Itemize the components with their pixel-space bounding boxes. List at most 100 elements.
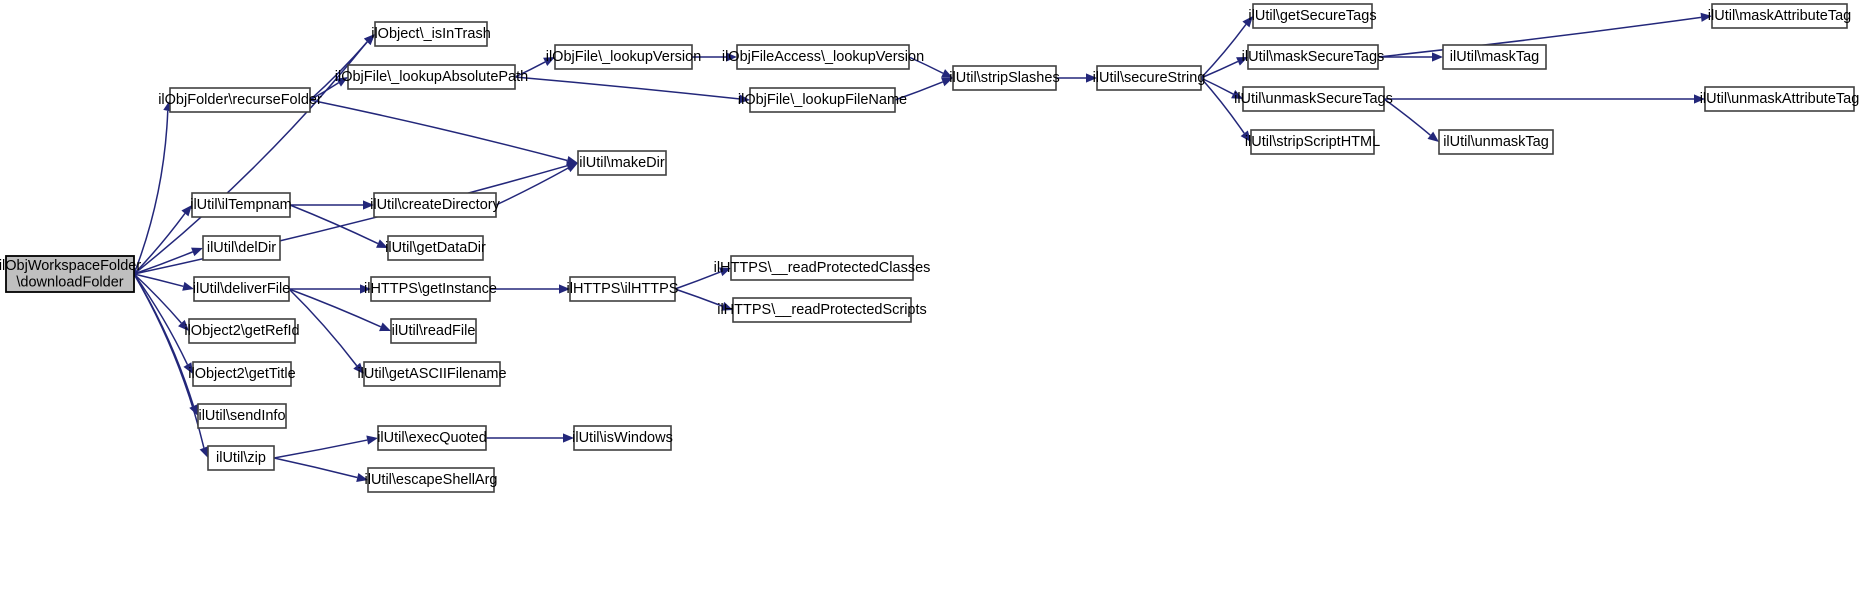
call-graph-node-ilutil-getdatadir[interactable]: ilUtil\getDataDir xyxy=(385,235,486,261)
call-edge-ilobjworkspacefolder-downloadfolder-to-ilobject2-gettitle xyxy=(133,273,189,365)
arrowhead-icon xyxy=(1086,73,1097,83)
call-graph-node-ilobject2-gettitle[interactable]: ilObject2\getTitle xyxy=(188,361,296,387)
call-graph-node-ilhttps-readprotectedscripts[interactable]: ilHTTPS\__readProtectedScripts xyxy=(717,297,927,323)
call-graph-node-ilutil-unmaskattributetag[interactable]: ilUtil\unmaskAttributeTag xyxy=(1700,86,1860,112)
node-label: ilUtil\isWindows xyxy=(572,430,673,446)
node-label: ilUtil\zip xyxy=(216,450,266,466)
arrowhead-icon xyxy=(1694,94,1705,104)
node-box xyxy=(952,65,1057,91)
call-graph-node-ilobjfile-lookupversion[interactable]: ilObjFile\_lookupVersion xyxy=(546,44,702,70)
call-graph-node-ilhttps-getinstance[interactable]: ilHTTPS\getInstance xyxy=(364,276,497,302)
call-graph-node-ilutil-masksecuretags[interactable]: ilUtil\maskSecureTags xyxy=(1242,44,1385,70)
arrowhead-icon xyxy=(336,77,348,87)
arrowhead-icon xyxy=(379,322,391,332)
call-graph-node-ilobject-isintrash[interactable]: ilObject\_isInTrash xyxy=(371,21,491,47)
arrowhead-icon xyxy=(941,69,953,78)
node-label: ilUtil\stripSlashes xyxy=(949,70,1059,86)
node-label: ilUtil\maskAttributeTag xyxy=(1708,8,1851,24)
node-box xyxy=(169,87,311,113)
call-graph-node-ilutil-maskattributetag[interactable]: ilUtil\maskAttributeTag xyxy=(1708,3,1851,29)
call-graph-node-ilhttps-ilhttps[interactable]: ilHTTPS\ilHTTPS xyxy=(567,276,679,302)
call-edge-ilobjworkspacefolder-downloadfolder-to-ilobjfolder-recursefolder xyxy=(133,110,169,275)
node-box xyxy=(1711,3,1848,29)
call-graph-node-ilhttps-readprotectedclasses[interactable]: ilHTTPS\__readProtectedClasses xyxy=(714,255,931,281)
node-box xyxy=(377,425,487,451)
call-graph-node-ilutil-deldir[interactable]: ilUtil\delDir xyxy=(202,235,281,261)
node-box xyxy=(1438,129,1554,155)
call-graph-node-ilutil-escapeshellarg[interactable]: ilUtil\escapeShellArg xyxy=(365,467,498,493)
call-edge-ilobjworkspacefolder-downloadfolder-to-ilobject-isintrash xyxy=(133,41,368,275)
arrowhead-icon xyxy=(721,301,733,311)
call-graph-node-ilutil-getsecuretags[interactable]: ilUtil\getSecureTags xyxy=(1248,3,1377,29)
call-graph-node-ilutil-unmasksecuretags[interactable]: ilUtil\unmaskSecureTags xyxy=(1234,86,1393,112)
call-graph-node-ilutil-makedir[interactable]: ilUtil\makeDir xyxy=(577,150,667,176)
call-graph-node-ilobjfolder-recursefolder[interactable]: ilObjFolder\recurseFolder xyxy=(158,87,322,113)
call-graph-node-ilobjworkspacefolder-downloadfolder[interactable]: ilObjWorkspaceFolder\downloadFolder xyxy=(0,255,141,293)
call-edge-ilhttps-ilhttps-to-ilhttps-readprotectedscripts xyxy=(674,288,723,307)
node-box xyxy=(1247,44,1379,70)
node-box xyxy=(1442,44,1547,70)
call-graph-node-ilutil-stripscripthtml[interactable]: ilUtil\stripScriptHTML xyxy=(1245,129,1380,155)
node-label: ilUtil\sendInfo xyxy=(198,408,285,424)
node-label: ilObjWorkspaceFolder\downloadFolder xyxy=(0,258,141,291)
call-graph-node-ilobjfile-lookupfilename[interactable]: ilObjFile\_lookupFileName xyxy=(738,87,907,113)
node-box xyxy=(347,64,516,90)
call-graph-node-ilutil-unmasktag[interactable]: ilUtil\unmaskTag xyxy=(1438,129,1554,155)
call-graph-node-ilutil-getasciifilename[interactable]: ilUtil\getASCIIFilename xyxy=(357,361,507,387)
node-box xyxy=(732,297,912,323)
arrowhead-icon xyxy=(1427,131,1439,142)
arrowhead-icon xyxy=(726,52,737,62)
arrowhead-icon xyxy=(563,433,574,443)
call-graph-node-ilobjfileaccess-lookupversion[interactable]: ilObjFileAccess\_lookupVersion xyxy=(722,44,924,70)
call-graph-node-ilutil-readfile[interactable]: ilUtil\readFile xyxy=(390,318,477,344)
call-graph-node-ilobject2-getrefid[interactable]: ilObject2\getRefId xyxy=(184,318,300,344)
node-box xyxy=(577,150,667,176)
call-edge-ilobjfile-lookupfilename-to-ilutil-stripslashes xyxy=(894,81,943,101)
arrowhead-icon xyxy=(719,267,731,277)
call-graph-node-ilutil-iltempnam[interactable]: ilUtil\ilTempnam xyxy=(190,192,292,218)
call-edge-ilutil-deliverfile-to-ilutil-getasciifilename xyxy=(288,288,358,367)
call-edge-ilobjfolder-recursefolder-to-ilobjfile-lookupabsolutepath xyxy=(309,82,339,101)
call-graph-node-ilutil-sendinfo[interactable]: ilUtil\sendInfo xyxy=(197,403,287,429)
call-graph-node-ilobjfile-lookupabsolutepath[interactable]: ilObjFile\_lookupAbsolutePath xyxy=(335,64,528,90)
node-label: ilUtil\ilTempnam xyxy=(190,197,292,213)
arrowhead-icon xyxy=(738,94,750,104)
call-graph-node-ilutil-execquoted[interactable]: ilUtil\execQuoted xyxy=(377,425,487,451)
call-graph-node-ilutil-masktag[interactable]: ilUtil\maskTag xyxy=(1442,44,1547,70)
call-graph-node-ilutil-zip[interactable]: ilUtil\zip xyxy=(207,445,275,471)
call-graph-node-ilutil-securestring[interactable]: ilUtil\secureString xyxy=(1093,65,1206,91)
node-label: ilHTTPS\getInstance xyxy=(364,281,497,297)
call-edge-ilutil-zip-to-ilutil-execquoted xyxy=(273,439,368,459)
node-label: ilUtil\getDataDir xyxy=(385,240,486,256)
node-label: ilUtil\unmaskTag xyxy=(1443,134,1549,150)
arrowhead-icon xyxy=(360,284,371,294)
node-label: ilHTTPS\ilHTTPS xyxy=(567,281,679,297)
call-edge-ilutil-deliverfile-to-ilutil-readfile xyxy=(288,288,382,328)
call-edge-ilutil-zip-to-ilutil-escapeshellarg xyxy=(273,457,358,479)
call-graph-node-ilutil-createdirectory[interactable]: ilUtil\createDirectory xyxy=(370,192,501,218)
arrowhead-icon xyxy=(183,362,193,374)
arrowhead-icon xyxy=(181,205,192,217)
call-graph-node-ilutil-deliverfile[interactable]: ilUtil\deliverFile xyxy=(193,276,291,302)
node-box xyxy=(390,318,477,344)
arrowhead-icon xyxy=(543,57,555,67)
node-box xyxy=(374,21,488,47)
call-graph-node-ilutil-iswindows[interactable]: ilUtil\isWindows xyxy=(572,425,673,451)
call-edge-ilutil-securestring-to-ilutil-masksecuretags xyxy=(1200,60,1239,79)
node-box xyxy=(193,276,290,302)
call-edge-ilobjfolder-recursefolder-to-ilutil-makedir xyxy=(309,99,568,162)
node-box xyxy=(370,276,491,302)
node-label: ilUtil\delDir xyxy=(207,240,276,256)
node-box xyxy=(363,361,501,387)
call-edge-ilobjworkspacefolder-downloadfolder-to-ilutil-sendinfo xyxy=(133,273,195,407)
node-box xyxy=(202,235,281,261)
node-box xyxy=(569,276,676,302)
node-label: ilObject\_isInTrash xyxy=(371,26,491,42)
node-box xyxy=(192,361,292,387)
node-box xyxy=(1252,3,1373,29)
node-label: ilUtil\getSecureTags xyxy=(1248,8,1376,24)
call-edge-ilutil-createdirectory-to-ilutil-makedir xyxy=(495,167,569,206)
call-graph-node-ilutil-stripslashes[interactable]: ilUtil\stripSlashes xyxy=(949,65,1060,91)
node-label: ilUtil\makeDir xyxy=(579,155,665,171)
